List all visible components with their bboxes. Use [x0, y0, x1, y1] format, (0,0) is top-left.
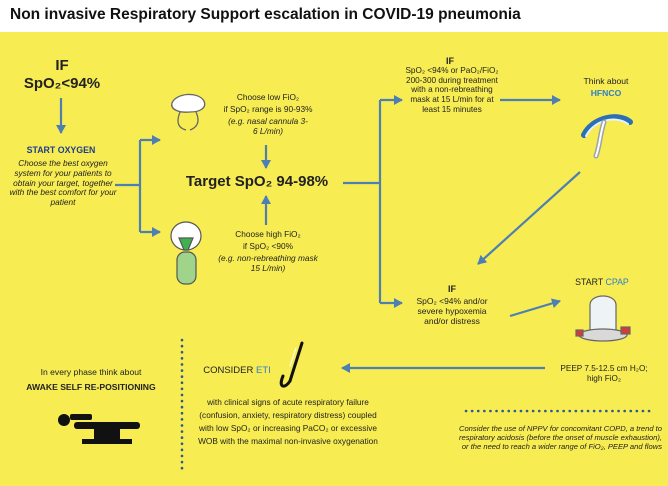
cpap-condition-text: SpO₂ <94% and/or severe hypoxemia and/or… — [416, 296, 488, 327]
branch-to-oxygen-options — [115, 140, 142, 232]
low-fio2-line1: Choose low FiO₂ — [236, 92, 300, 102]
low-fio2-line2: if SpO₂ range is 90-93% — [223, 104, 313, 114]
hfnco-prefix: Think about — [583, 76, 629, 86]
hfnco-cannula-icon — [581, 114, 633, 159]
eti-prefix: CONSIDER — [203, 365, 254, 376]
non-rebreathing-mask-icon — [170, 221, 202, 285]
start-condition: SpO₂<94% — [23, 75, 101, 92]
cpap-prefix: START — [575, 277, 604, 287]
cpap-title: START CPAP — [564, 277, 640, 287]
page-title: Non invasive Respiratory Support escalat… — [10, 6, 521, 23]
eti-description: with clinical signs of acute respiratory… — [198, 397, 378, 446]
cpap-label: CPAP — [605, 277, 629, 287]
start-oxygen-description: Choose the best oxygen system for your p… — [9, 158, 117, 208]
hfnco-label: HFNCO — [590, 88, 622, 98]
eti-label: ETI — [256, 365, 271, 376]
hfnco-if-label: IF — [446, 56, 454, 66]
hfnco-condition-text: SpO₂ <94% or PaO₂/FiO₂ 200-300 during tr… — [405, 66, 499, 114]
start-oxygen-label: START OXYGEN — [26, 145, 96, 155]
high-fio2-example: (e.g. non-rebreathing mask 15 L/min) — [218, 253, 318, 273]
dotted-separators — [180, 338, 657, 472]
repositioning-line1: In every phase think about — [40, 367, 142, 377]
high-fio2-line2: if SpO₂ <90% — [242, 241, 294, 251]
eti-title: CONSIDER ETI — [196, 365, 278, 376]
arrow-hfnco-to-cpap-condition — [477, 171, 581, 265]
branch-from-target — [343, 100, 382, 303]
repositioning-line2: AWAKE SELF RE-POSITIONING — [26, 382, 156, 392]
footnote: Consider the use of NPPV for concomitant… — [458, 424, 662, 451]
flow-arrows — [56, 95, 581, 373]
start-if-label: IF — [55, 57, 69, 74]
cpap-peep: PEEP 7.5-12.5 cm H₂O; high FiO₂ — [560, 364, 648, 383]
low-fio2-example: (e.g. nasal cannula 3-6 L/min) — [228, 116, 308, 136]
high-fio2-line1: Choose high FiO₂ — [235, 229, 301, 239]
nasal-cannula-icon — [171, 93, 206, 131]
prone-position-icon — [58, 414, 140, 444]
laryngoscope-icon — [279, 341, 304, 388]
cpap-if-label: IF — [448, 284, 456, 294]
cpap-helmet-icon — [575, 295, 631, 342]
arrow-to-cpap — [509, 298, 561, 318]
target-spo2: Target SpO₂ 94-98% — [185, 173, 329, 190]
